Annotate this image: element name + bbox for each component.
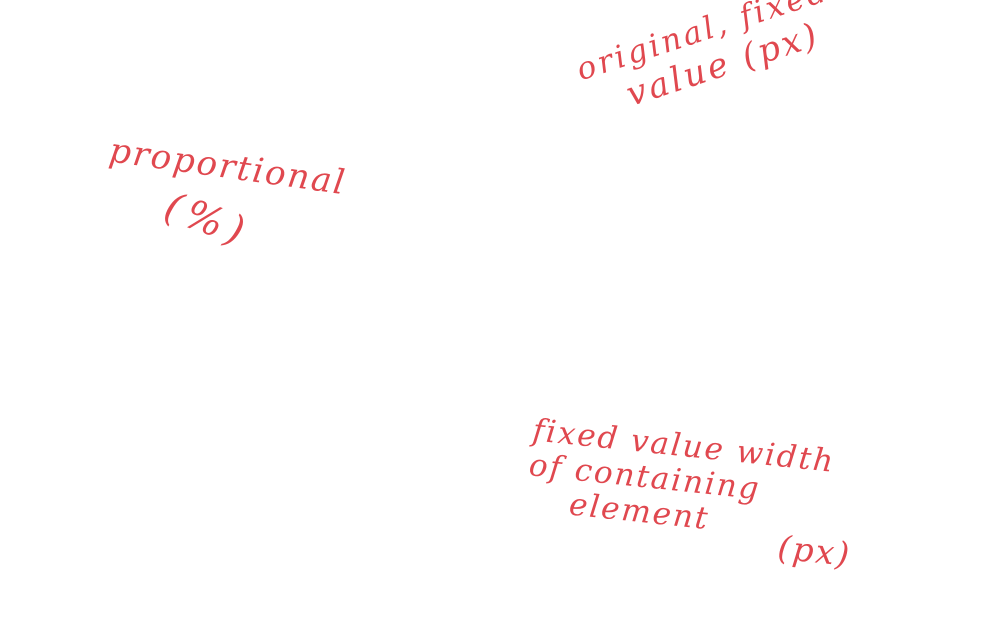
fixed-container-annotation: fixed value width of containing element …: [522, 412, 862, 575]
proportional-annotation: proportional (%): [100, 130, 349, 256]
px-unit-label: (px): [775, 527, 854, 575]
proportional-label: proportional: [106, 130, 349, 204]
percent-unit-label: (%): [158, 183, 257, 257]
original-fixed-annotation: original, fixed value (px): [572, 0, 845, 124]
